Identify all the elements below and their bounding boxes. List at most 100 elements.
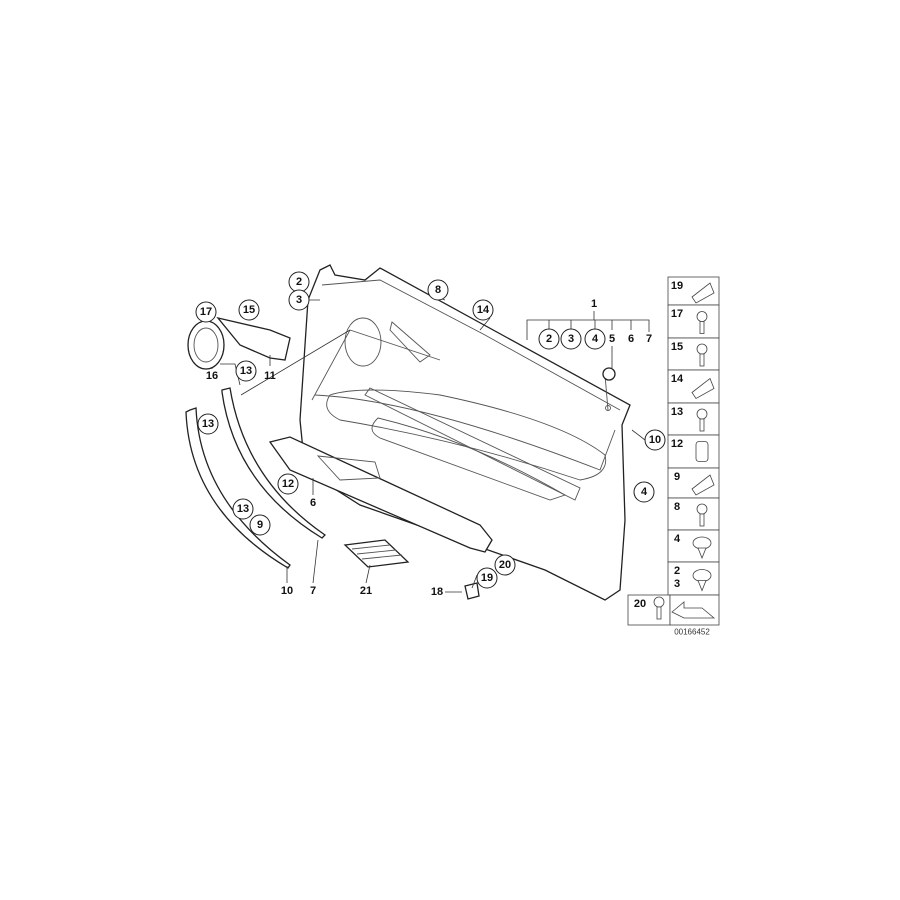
callout-label: 6 bbox=[628, 333, 634, 345]
callout-13: 13 bbox=[232, 498, 254, 520]
legend-item-3: 14 bbox=[667, 369, 720, 404]
callout-label: 6 bbox=[310, 497, 316, 509]
callout-circle bbox=[633, 481, 655, 503]
callout-circle bbox=[197, 413, 219, 435]
callout-label: 3 bbox=[568, 333, 574, 345]
callout-label: 16 bbox=[206, 370, 218, 382]
legend-label: 13 bbox=[671, 406, 683, 418]
door-trim-panel bbox=[299, 264, 631, 601]
callout-circle bbox=[494, 554, 516, 576]
callout-label: 4 bbox=[592, 333, 599, 345]
legend-label: 14 bbox=[671, 373, 684, 385]
callout-circle bbox=[235, 360, 257, 382]
legend-label: 4 bbox=[674, 533, 681, 545]
callout-4: 4 bbox=[584, 328, 606, 350]
callout-label: 20 bbox=[499, 559, 511, 571]
callout-circle bbox=[195, 301, 217, 323]
callout-circle bbox=[288, 289, 310, 311]
arrow-icon bbox=[671, 601, 716, 619]
callout-1: 1 bbox=[591, 298, 597, 310]
callout-circle bbox=[644, 429, 666, 451]
callout-20: 20 bbox=[494, 554, 516, 576]
legend-label: 15 bbox=[671, 341, 683, 353]
trim-strip-7 bbox=[221, 387, 327, 539]
legend-item-1: 17 bbox=[667, 304, 720, 339]
callout-circle bbox=[427, 279, 449, 301]
legend-label: 19 bbox=[671, 280, 683, 292]
callout-label: 3 bbox=[296, 294, 302, 306]
callout-circle bbox=[584, 328, 606, 350]
legend-label: 9 bbox=[674, 471, 680, 483]
legend-label: 17 bbox=[671, 308, 683, 320]
leader-lines bbox=[211, 294, 650, 593]
legend-item-4: 13 bbox=[667, 402, 720, 436]
callout-13: 13 bbox=[197, 413, 219, 435]
diagram-number: 00166452 bbox=[674, 628, 710, 637]
legend-item-8: 4 bbox=[667, 529, 720, 563]
callout-circle bbox=[538, 328, 560, 350]
socket-icon bbox=[695, 441, 709, 462]
callout-16: 16 bbox=[206, 370, 218, 382]
callout-7: 7 bbox=[310, 585, 316, 597]
callout-label: 11 bbox=[264, 370, 276, 382]
callout-6: 6 bbox=[310, 497, 316, 509]
legend-label: 20 bbox=[634, 598, 646, 610]
callout-5: 5 bbox=[609, 333, 615, 345]
screw-icon bbox=[696, 311, 708, 334]
callout-4: 4 bbox=[633, 481, 655, 503]
callout-label: 10 bbox=[281, 585, 293, 597]
callout-label: 13 bbox=[237, 503, 249, 515]
callout-label: 1 bbox=[591, 298, 597, 310]
callout-label: 14 bbox=[477, 304, 490, 316]
callout-label: 13 bbox=[240, 365, 252, 377]
callout-21: 21 bbox=[360, 585, 372, 597]
callout-14: 14 bbox=[472, 299, 494, 321]
legend-label: 12 bbox=[671, 438, 683, 450]
callout-18: 18 bbox=[431, 586, 443, 598]
callout-label: 7 bbox=[646, 333, 652, 345]
callout-label: 15 bbox=[243, 304, 255, 316]
clip-icon bbox=[691, 377, 715, 400]
legend-item-9: 23 bbox=[667, 561, 720, 596]
callout-2: 2 bbox=[288, 271, 310, 293]
fastener-legend: 19 17 15 14 13 12 9 8 4 23 20 bbox=[627, 276, 720, 626]
callout-circle bbox=[232, 498, 254, 520]
callout-label: 2 bbox=[546, 333, 552, 345]
callout-label: 10 bbox=[649, 434, 661, 446]
screw-icon bbox=[696, 408, 708, 432]
callout-6: 6 bbox=[628, 333, 634, 345]
callout-15: 15 bbox=[238, 299, 260, 321]
callout-10: 10 bbox=[644, 429, 666, 451]
callout-label: 4 bbox=[641, 486, 648, 498]
legend-item-0: 19 bbox=[667, 276, 720, 306]
screw-icon bbox=[696, 343, 708, 367]
legend-item-7: 8 bbox=[667, 497, 720, 531]
callout-label: 9 bbox=[257, 519, 263, 531]
callout-circle bbox=[476, 567, 498, 589]
trim-strip-10 bbox=[185, 407, 291, 569]
callout-11: 11 bbox=[264, 370, 276, 382]
legend-item-10: 20 bbox=[627, 594, 671, 626]
legend-item-5: 12 bbox=[667, 434, 720, 469]
armrest bbox=[268, 436, 493, 553]
callout-circle bbox=[277, 473, 299, 495]
callout-9: 9 bbox=[249, 514, 271, 536]
callout-label: 12 bbox=[282, 478, 294, 490]
expanding-rivet-icon bbox=[692, 536, 712, 560]
callout-label: 18 bbox=[431, 586, 443, 598]
callout-circle bbox=[560, 328, 582, 350]
callout-label: 17 bbox=[200, 306, 212, 318]
plug bbox=[464, 582, 480, 600]
callout-7: 7 bbox=[646, 333, 652, 345]
storage-mat bbox=[343, 539, 410, 568]
screw-icon bbox=[653, 596, 665, 620]
callout-8: 8 bbox=[427, 279, 449, 301]
callout-3: 3 bbox=[288, 289, 310, 311]
legend-item-11 bbox=[669, 594, 720, 626]
callout-label: 21 bbox=[360, 585, 372, 597]
callout-3: 3 bbox=[560, 328, 582, 350]
legend-label: 2 bbox=[674, 565, 680, 577]
callout-13: 13 bbox=[235, 360, 257, 382]
